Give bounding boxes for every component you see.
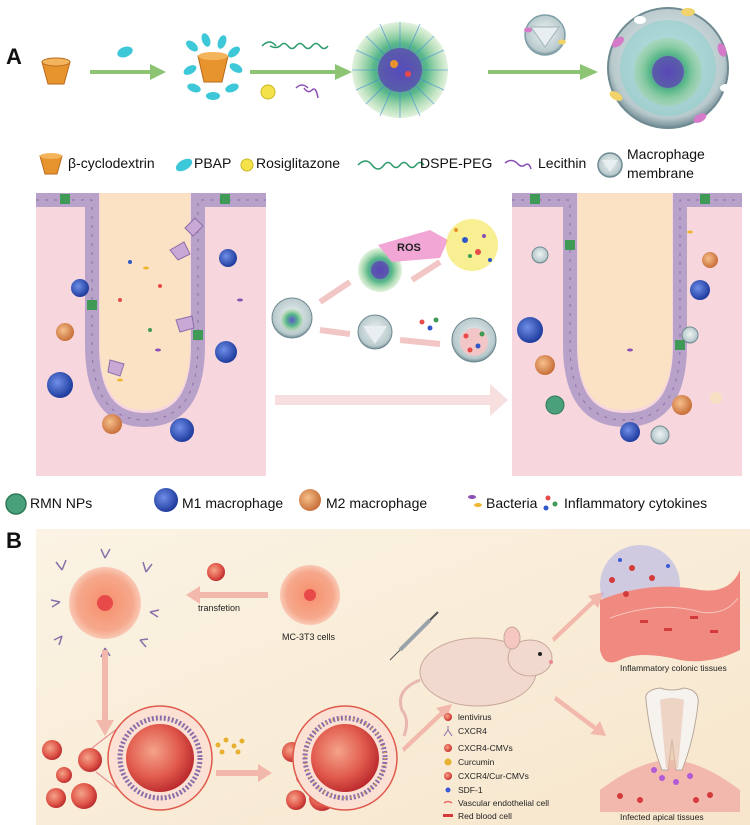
legend-vascular-endothelial-cell: Vascular endothelial cell bbox=[458, 798, 550, 808]
legend-lentivirus: lentivirus bbox=[458, 712, 492, 722]
legend-cxcr4-cmvs: CXCR4-CMVs bbox=[458, 743, 513, 753]
colonic-tissue-icon bbox=[600, 545, 740, 663]
ros-label: ROS bbox=[397, 242, 421, 254]
inflamed-colon-tissue bbox=[36, 193, 266, 476]
legend-inflammatory-cytokines: Inflammatory cytokines bbox=[564, 495, 708, 511]
legend-curcumin: Curcumin bbox=[458, 757, 495, 767]
panel-a-label: A bbox=[6, 44, 22, 69]
mc3t3-label: MC-3T3 cells bbox=[282, 632, 336, 642]
legend-sdf1: SDF-1 bbox=[458, 785, 483, 795]
legend-pbap: PBAP bbox=[194, 155, 232, 171]
engineered-cell-icon bbox=[50, 548, 160, 658]
legend-m1-macrophage: M1 macrophage bbox=[182, 495, 284, 511]
cur-cmv-vesicles-icon bbox=[282, 705, 398, 811]
legend-dspe-peg: DSPE-PEG bbox=[420, 155, 493, 171]
rmn-nanoparticle-icon bbox=[607, 7, 732, 129]
legend-red-blood-cell: Red blood cell bbox=[458, 811, 512, 821]
healed-colon-tissue bbox=[512, 193, 742, 476]
legend-rmn-nps: RMN NPs bbox=[30, 495, 93, 511]
legend-rosiglitazone: Rosiglitazone bbox=[256, 155, 341, 171]
cyclodextrin-icon bbox=[41, 57, 71, 85]
apical-tissue-label: Infected apical tissues bbox=[620, 812, 704, 822]
mouse-icon bbox=[389, 611, 553, 737]
apical-tissue-icon bbox=[600, 687, 740, 812]
cmv-vesicles-icon bbox=[42, 705, 213, 811]
transfection-label: transfetion bbox=[198, 603, 241, 613]
legend-lecithin: Lecithin bbox=[538, 155, 587, 171]
legend-m2-macrophage: M2 macrophage bbox=[326, 495, 428, 511]
nanoparticle-core-icon bbox=[352, 22, 448, 118]
loaded-cyclodextrin-icon bbox=[183, 33, 243, 100]
legend-cxcr4-cur-cmvs: CXCR4/Cur-CMVs bbox=[458, 771, 529, 781]
legend-cyclodextrin: β-cyclodextrin bbox=[68, 155, 155, 171]
legend-cxcr4: CXCR4 bbox=[458, 726, 487, 736]
legend-macrophage-membrane-line2: membrane bbox=[627, 165, 694, 181]
legend-bacteria: Bacteria bbox=[486, 495, 538, 511]
legend-macrophage-membrane-line1: Macrophage bbox=[627, 146, 705, 162]
colonic-tissue-label: Inflammatory colonic tissues bbox=[620, 663, 727, 673]
panel-b-label: B bbox=[6, 528, 22, 553]
